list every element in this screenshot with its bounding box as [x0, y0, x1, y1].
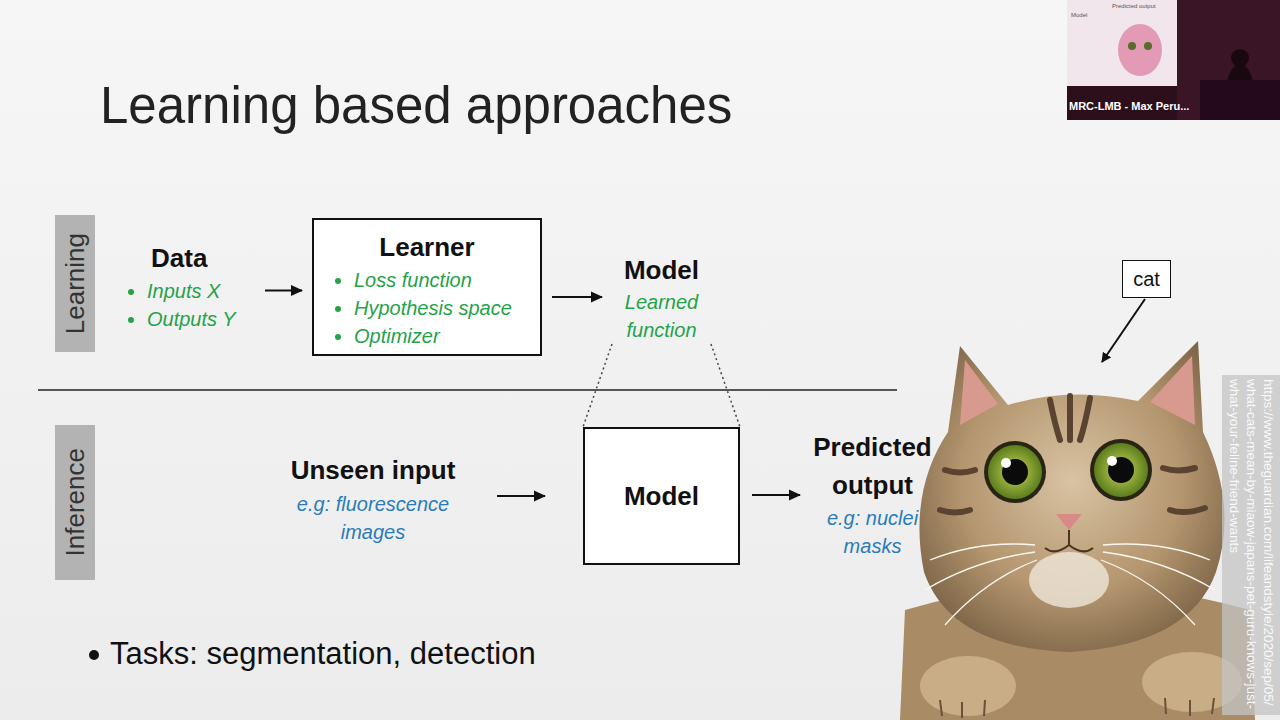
flow-arrow [552, 296, 602, 298]
bullet-text: Tasks: segmentation, detection [110, 636, 536, 672]
node-subtext: e.g: fluorescence images [278, 490, 468, 546]
bullet-item: Hypothesis space [354, 294, 540, 322]
node-subtext: Learned function [612, 288, 711, 344]
webcam-caption: MRC-LMB - Max Peru... [1069, 100, 1189, 112]
bullet-item: Outputs Y [147, 305, 255, 333]
webcam-thumbnail [1067, 0, 1280, 120]
bullet-item: Optimizer [354, 322, 540, 350]
node-heading: Model [624, 481, 699, 511]
tag-box: cat [1122, 260, 1171, 298]
node-heading: Learner [314, 232, 540, 262]
stage-band: Learning [55, 215, 95, 352]
data-group: DataInputs XOutputs Y [115, 243, 255, 338]
stage-band: Inference [55, 425, 95, 580]
cat-illustration [900, 341, 1255, 720]
bullet-item: Inputs X [147, 277, 255, 305]
learner-box: LearnerLoss functionHypothesis spaceOpti… [312, 218, 542, 356]
model-box: Model [583, 427, 740, 565]
bullet-item: Loss function [354, 266, 540, 294]
band-label: Inference [60, 448, 91, 556]
node-heading: Model [612, 255, 711, 285]
flow-arrow [265, 290, 302, 292]
zoom-lines [583, 344, 740, 427]
node-heading: Data [115, 243, 255, 273]
node-heading: Unseen input [278, 455, 468, 485]
bullet-list: Loss functionHypothesis spaceOptimizer [314, 266, 540, 350]
node-subtext: e.g: nuclei masks [810, 504, 935, 560]
node-heading: Predicted output [810, 428, 935, 504]
divider-line [38, 389, 897, 391]
thumbnail-text: Predicted output [1112, 3, 1156, 9]
tag-label: cat [1133, 268, 1160, 291]
flow-arrow [497, 495, 545, 497]
output-group: Predicted outpute.g: nuclei masks [810, 428, 935, 562]
bullet-list: Inputs XOutputs Y [115, 277, 255, 333]
source-url: https://www.theguardian.com/lifeandstyle… [1222, 375, 1280, 715]
band-label: Learning [60, 233, 91, 334]
leader-arrow [1102, 299, 1145, 362]
flow-arrow [752, 494, 800, 496]
model-output: ModelLearned function [612, 250, 711, 344]
slide-title: Learning based approaches [100, 76, 732, 135]
thumbnail-text: Model [1071, 12, 1087, 18]
input-group: Unseen input e.g: fluorescence images [278, 446, 468, 546]
bullet-dot [89, 650, 99, 660]
